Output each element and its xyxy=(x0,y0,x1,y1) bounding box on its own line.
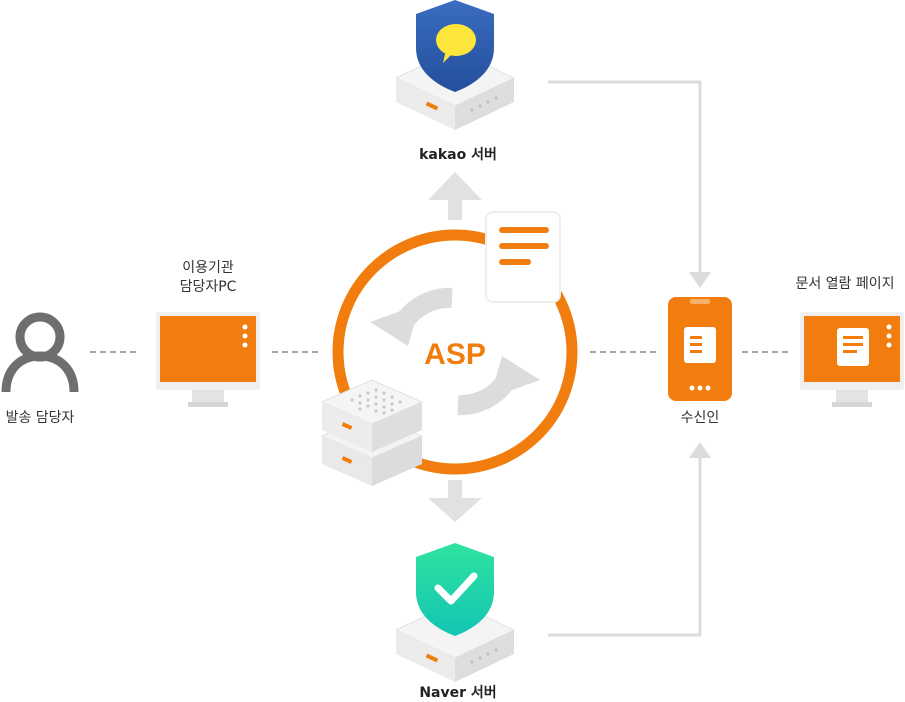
monitor-icon xyxy=(156,312,260,407)
shield-check-icon xyxy=(416,543,494,636)
naver-server-label: Naver 서버 xyxy=(419,684,496,701)
kakao-server-label: kakao 서버 xyxy=(419,146,497,163)
document-page-label: 문서 열람 페이지 xyxy=(795,276,895,292)
kakao-to-recipient-line xyxy=(548,80,702,278)
cycle-arrowhead-right xyxy=(490,356,540,398)
document-icon xyxy=(837,328,869,366)
asp-up-arrow xyxy=(428,172,482,220)
server-to-recipient-lines xyxy=(548,80,702,637)
document-icon xyxy=(684,327,716,363)
monitor-icon xyxy=(800,312,904,407)
asp-server-top xyxy=(320,379,424,452)
cycle-arrowhead-left xyxy=(370,304,420,346)
arrow-down-to-recipient xyxy=(689,272,711,288)
asp-server-stack xyxy=(320,379,424,486)
naver-to-recipient-line xyxy=(548,455,702,637)
pc-label-line2: 담당자PC xyxy=(179,279,237,295)
asp-down-arrow xyxy=(428,480,482,522)
person-icon xyxy=(1,312,79,393)
naver-server xyxy=(394,543,516,682)
arrow-up-to-recipient xyxy=(689,442,711,458)
asp-document-card xyxy=(485,211,561,303)
sender-label: 발송 담당자 xyxy=(5,410,75,426)
kakao-server xyxy=(394,0,516,130)
recipient-label: 수신인 xyxy=(680,410,720,426)
shield-chat-icon xyxy=(416,0,494,92)
asp-label: ASP xyxy=(424,338,486,371)
pc-label-line1: 이용기관 xyxy=(182,260,234,276)
smartphone-icon xyxy=(668,297,732,401)
